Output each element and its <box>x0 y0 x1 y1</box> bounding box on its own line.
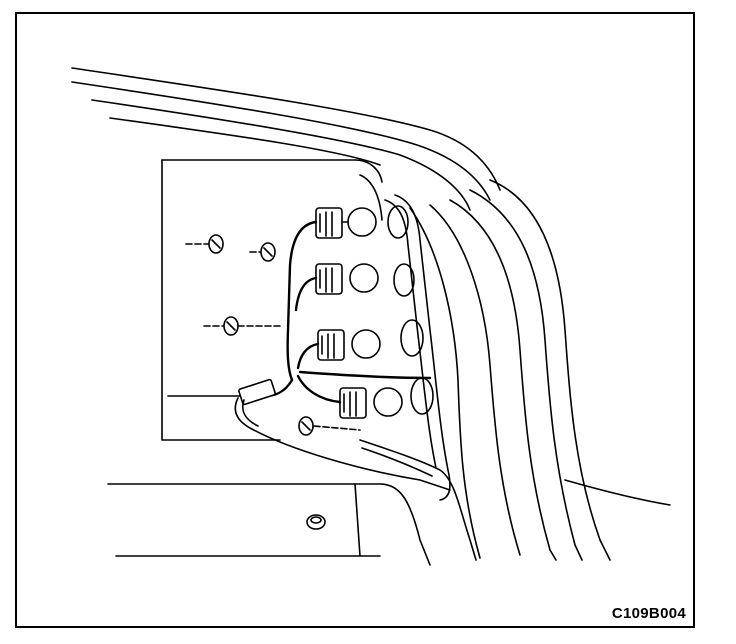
mounting-nut-2 <box>249 242 276 262</box>
figure-code: C109B004 <box>611 605 686 622</box>
bulb-socket-2 <box>315 263 379 295</box>
bulb-socket-3 <box>317 329 381 361</box>
wiring-harness <box>264 220 432 404</box>
lamp-housing <box>384 194 451 501</box>
diagram-frame <box>15 12 695 628</box>
trunk-lid-lines <box>71 67 501 211</box>
mounting-nut-1 <box>185 234 224 254</box>
bulb-socket-4 <box>339 387 403 419</box>
lower-harness-lines <box>359 439 477 561</box>
harness-connector <box>234 378 451 491</box>
rear-panel-opening <box>161 159 383 441</box>
quarter-panel-lines <box>409 179 671 561</box>
mounting-nut-3 <box>203 316 281 336</box>
trunk-floor-plug <box>306 514 326 530</box>
bulb-socket-1 <box>315 207 377 239</box>
mounting-nut-4 <box>298 416 361 436</box>
trunk-floor-lines <box>107 395 431 566</box>
